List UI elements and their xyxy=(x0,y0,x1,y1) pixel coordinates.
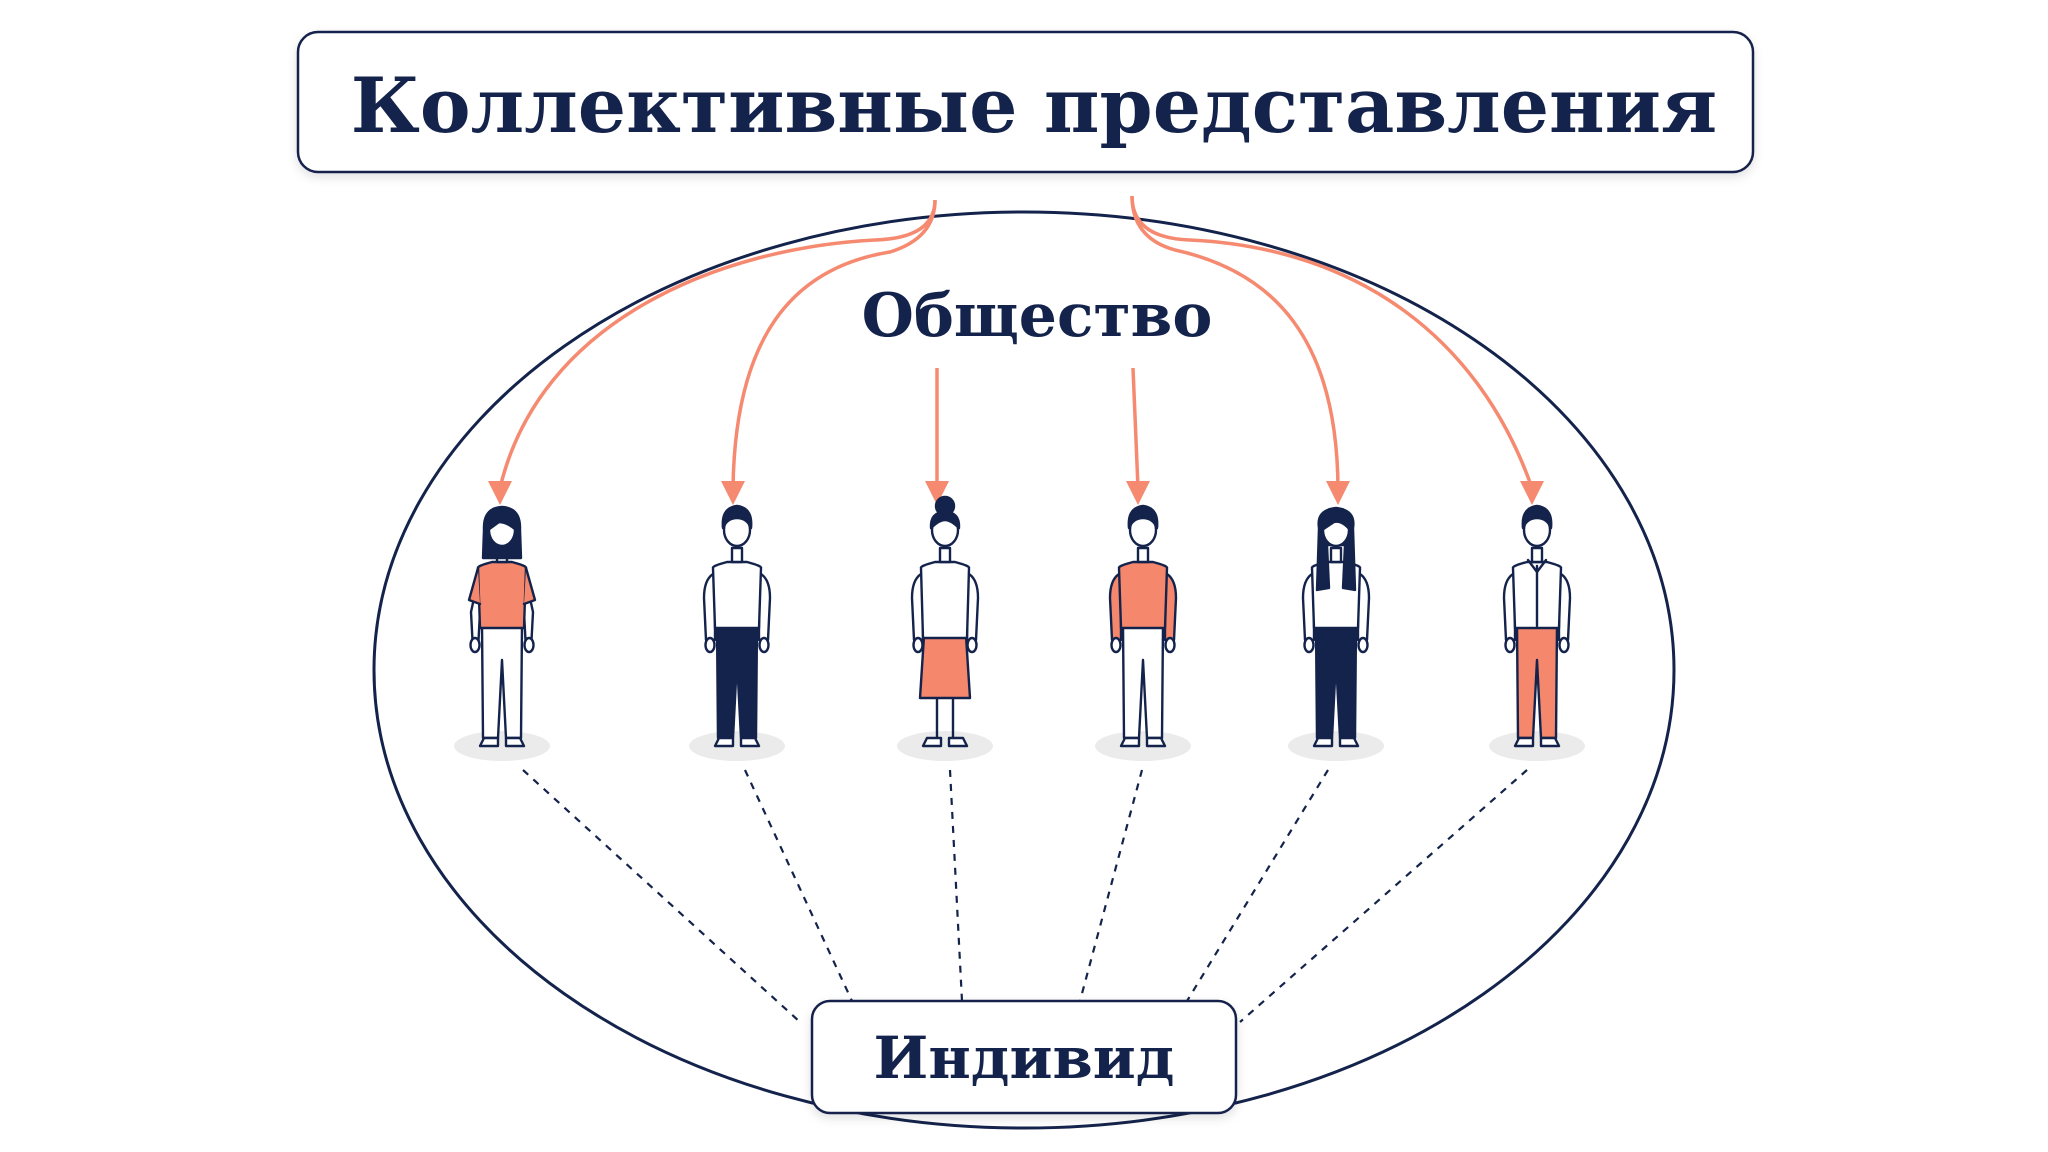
individual-box: Индивид xyxy=(810,999,1238,1115)
pants xyxy=(1515,623,1559,740)
hand-left xyxy=(1303,636,1315,654)
arm-left xyxy=(702,572,717,642)
foot-left xyxy=(1513,736,1535,748)
hair-short xyxy=(1127,504,1159,530)
hair-fringe xyxy=(486,512,518,532)
ground-shadow xyxy=(1489,731,1585,761)
foot-left xyxy=(1119,736,1141,748)
hair-top xyxy=(929,510,961,530)
foot-left xyxy=(921,736,943,748)
foot-left xyxy=(713,736,735,748)
title-box: Коллективные представления xyxy=(296,30,1755,174)
connector-line-5 xyxy=(1186,769,1329,1002)
hand-right xyxy=(966,636,978,654)
arrowhead-6 xyxy=(1520,481,1544,505)
pants xyxy=(715,623,759,740)
arm-right xyxy=(1356,572,1371,642)
arrowhead-2 xyxy=(721,481,745,505)
hand-right xyxy=(1558,636,1570,654)
sleeve-left xyxy=(467,566,482,606)
foot-right xyxy=(1145,736,1167,748)
hand-right xyxy=(1164,636,1176,654)
pants xyxy=(1314,623,1358,740)
arrowhead-5 xyxy=(1326,481,1350,505)
arm-right xyxy=(757,572,772,642)
individual-connectors xyxy=(522,769,1528,1023)
connector-line-3 xyxy=(948,769,964,1002)
neck xyxy=(1329,546,1343,564)
neck xyxy=(730,546,744,564)
foot-right xyxy=(947,736,969,748)
hand-left xyxy=(704,636,716,654)
torso xyxy=(711,560,763,630)
arrowhead-1 xyxy=(488,481,512,505)
society-label: Общество xyxy=(862,281,1213,351)
hand-left xyxy=(1504,636,1516,654)
foot-left xyxy=(1312,736,1334,748)
arrow-4 xyxy=(1131,367,1140,489)
neck xyxy=(1136,546,1150,564)
foot-right xyxy=(1539,736,1561,748)
individual-text: Индивид xyxy=(874,1024,1175,1092)
arrowhead-4 xyxy=(1126,481,1150,505)
foot-right xyxy=(504,736,526,748)
ground-shadow xyxy=(454,731,550,761)
hair-short xyxy=(1521,504,1553,530)
arm-right xyxy=(965,572,980,642)
title-text: Коллективные представления xyxy=(351,61,1717,150)
sleeve-right xyxy=(522,566,537,606)
arrow-2 xyxy=(731,199,937,489)
ground-shadow xyxy=(897,731,993,761)
hair-fringe xyxy=(1320,512,1352,532)
arm-left xyxy=(1301,572,1316,642)
arrow-5 xyxy=(1130,195,1340,489)
hand-right xyxy=(758,636,770,654)
arm-left xyxy=(910,572,925,642)
hand-left xyxy=(469,636,481,654)
connector-line-2 xyxy=(744,769,853,1002)
torso xyxy=(476,560,528,630)
hand-right xyxy=(523,636,535,654)
hand-left xyxy=(1110,636,1122,654)
connector-line-4 xyxy=(1078,769,1144,1002)
pants xyxy=(480,623,524,740)
torso xyxy=(919,560,971,640)
connector-line-6 xyxy=(1239,769,1528,1023)
person-man-collared-shirt xyxy=(1489,504,1585,761)
arrow-6 xyxy=(1130,195,1534,489)
neck xyxy=(938,546,952,564)
neck xyxy=(1530,546,1544,564)
people-group xyxy=(454,495,1585,761)
hand-right xyxy=(1357,636,1369,654)
foot-left xyxy=(478,736,500,748)
foot-right xyxy=(739,736,761,748)
person-woman-bob xyxy=(454,505,550,761)
influence-arrows xyxy=(488,195,1544,505)
society-ellipse xyxy=(372,210,1676,1130)
torso xyxy=(1117,560,1169,630)
foot-right xyxy=(1338,736,1360,748)
hair-short xyxy=(721,504,753,530)
ground-shadow xyxy=(1095,731,1191,761)
arm-left xyxy=(1502,572,1517,642)
person-man-orange-sweater xyxy=(1095,504,1191,761)
person-woman-bun xyxy=(897,495,993,761)
arrow-1 xyxy=(498,199,937,489)
connector-line-1 xyxy=(522,769,801,1023)
hand-left xyxy=(912,636,924,654)
skirt xyxy=(918,634,972,700)
arm-right xyxy=(1557,572,1572,642)
arrowhead-3 xyxy=(925,481,949,505)
person-woman-long-hair xyxy=(1288,506,1384,761)
ground-shadow xyxy=(689,731,785,761)
arm-left xyxy=(1108,572,1123,642)
person-man-white-shirt xyxy=(689,504,785,761)
ground-shadow xyxy=(1288,731,1384,761)
shirt-collar xyxy=(1526,558,1548,574)
arm-right xyxy=(1163,572,1178,642)
pants xyxy=(1121,623,1165,740)
